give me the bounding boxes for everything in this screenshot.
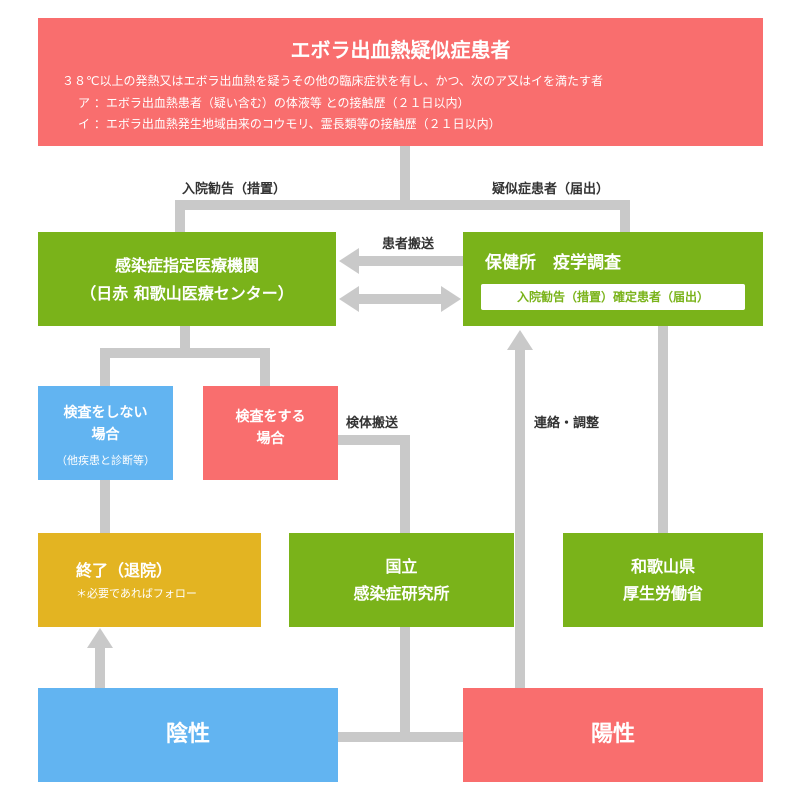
arrowhead-up-end (87, 628, 113, 648)
gov-line1: 和歌山県 (630, 557, 695, 576)
positive-box: 陽性 (463, 688, 763, 782)
suspect-item-i: イ ：エボラ出血熱発生地域由来のコウモリ、霊長類等の接触歴（２１日以内） (78, 117, 501, 131)
hospital-box: 感染症指定医療機関 （日赤 和歌山医療センター） (38, 232, 336, 326)
niid-box: 国立 感染症研究所 (289, 533, 514, 627)
gov-line2: 厚生労働省 (622, 584, 703, 603)
no-test-box: 検査をしない 場合 （他疾患と診断等） (38, 386, 173, 480)
label-patient-transport: 患者搬送 (382, 237, 435, 252)
arrowhead-up-hc (507, 330, 533, 350)
arrowhead-right-double (441, 286, 461, 312)
test-box: 検査をする 場合 (203, 386, 338, 480)
positive-label: 陽性 (590, 722, 635, 747)
niid-line1: 国立 (385, 557, 418, 576)
suspect-title: エボラ出血熱疑似症患者 (290, 38, 511, 62)
health-center-title: 保健所 疫学調査 (485, 253, 621, 273)
label-contact-coordination: 連絡・調整 (534, 416, 600, 431)
arrowhead-left-double (339, 286, 359, 312)
suspect-condition: ３８℃以上の発熱又はエボラ出血熱を疑うその他の臨床症状を有し、かつ、次のア又はイ… (62, 74, 604, 88)
negative-label: 陰性 (165, 722, 210, 747)
hospital-name: 感染症指定医療機関 (114, 256, 259, 275)
health-center-note-text: 入院勧告（措置）確定患者（届出） (516, 290, 709, 304)
negative-box: 陰性 (38, 688, 338, 782)
connector-test-niid (338, 435, 410, 533)
test-line1: 検査をする (235, 409, 306, 425)
gov-box: 和歌山県 厚生労働省 (563, 533, 763, 627)
suspect-patient-box: エボラ出血熱疑似症患者 ３８℃以上の発熱又はエボラ出血熱を疑うその他の臨床症状を… (38, 18, 763, 146)
connector-niid-results (338, 626, 465, 742)
no-test-note: （他疾患と診断等） (56, 454, 155, 467)
no-test-line1: 検査をしない (63, 405, 148, 421)
health-center-box: 保健所 疫学調査 入院勧告（措置）確定患者（届出） (463, 232, 763, 326)
label-suspect-report: 疑似症患者（届出） (492, 182, 610, 197)
label-admission-order: 入院勧告（措置） (182, 182, 287, 197)
end-title: 終了（退院） (76, 561, 173, 580)
connector-hospital-branch (100, 326, 270, 386)
health-center-note: 入院勧告（措置）確定患者（届出） (481, 284, 745, 310)
arrowhead-left-transport (339, 248, 359, 274)
connector-suspect-split (175, 146, 630, 232)
end-note: ＊必要であればフォロー (76, 587, 197, 600)
test-line2: 場合 (256, 431, 285, 447)
hospital-subname: （日赤 和歌山医療センター） (80, 284, 294, 303)
end-box: 終了（退院） ＊必要であればフォロー (38, 533, 261, 627)
suspect-item-a: ア ：エボラ出血熱患者（疑い含む）の体液等 との接触歴（２１日以内） (78, 96, 470, 110)
label-specimen-transport: 検体搬送 (346, 416, 399, 431)
no-test-line2: 場合 (91, 427, 120, 443)
niid-line2: 感染症研究所 (353, 584, 450, 603)
